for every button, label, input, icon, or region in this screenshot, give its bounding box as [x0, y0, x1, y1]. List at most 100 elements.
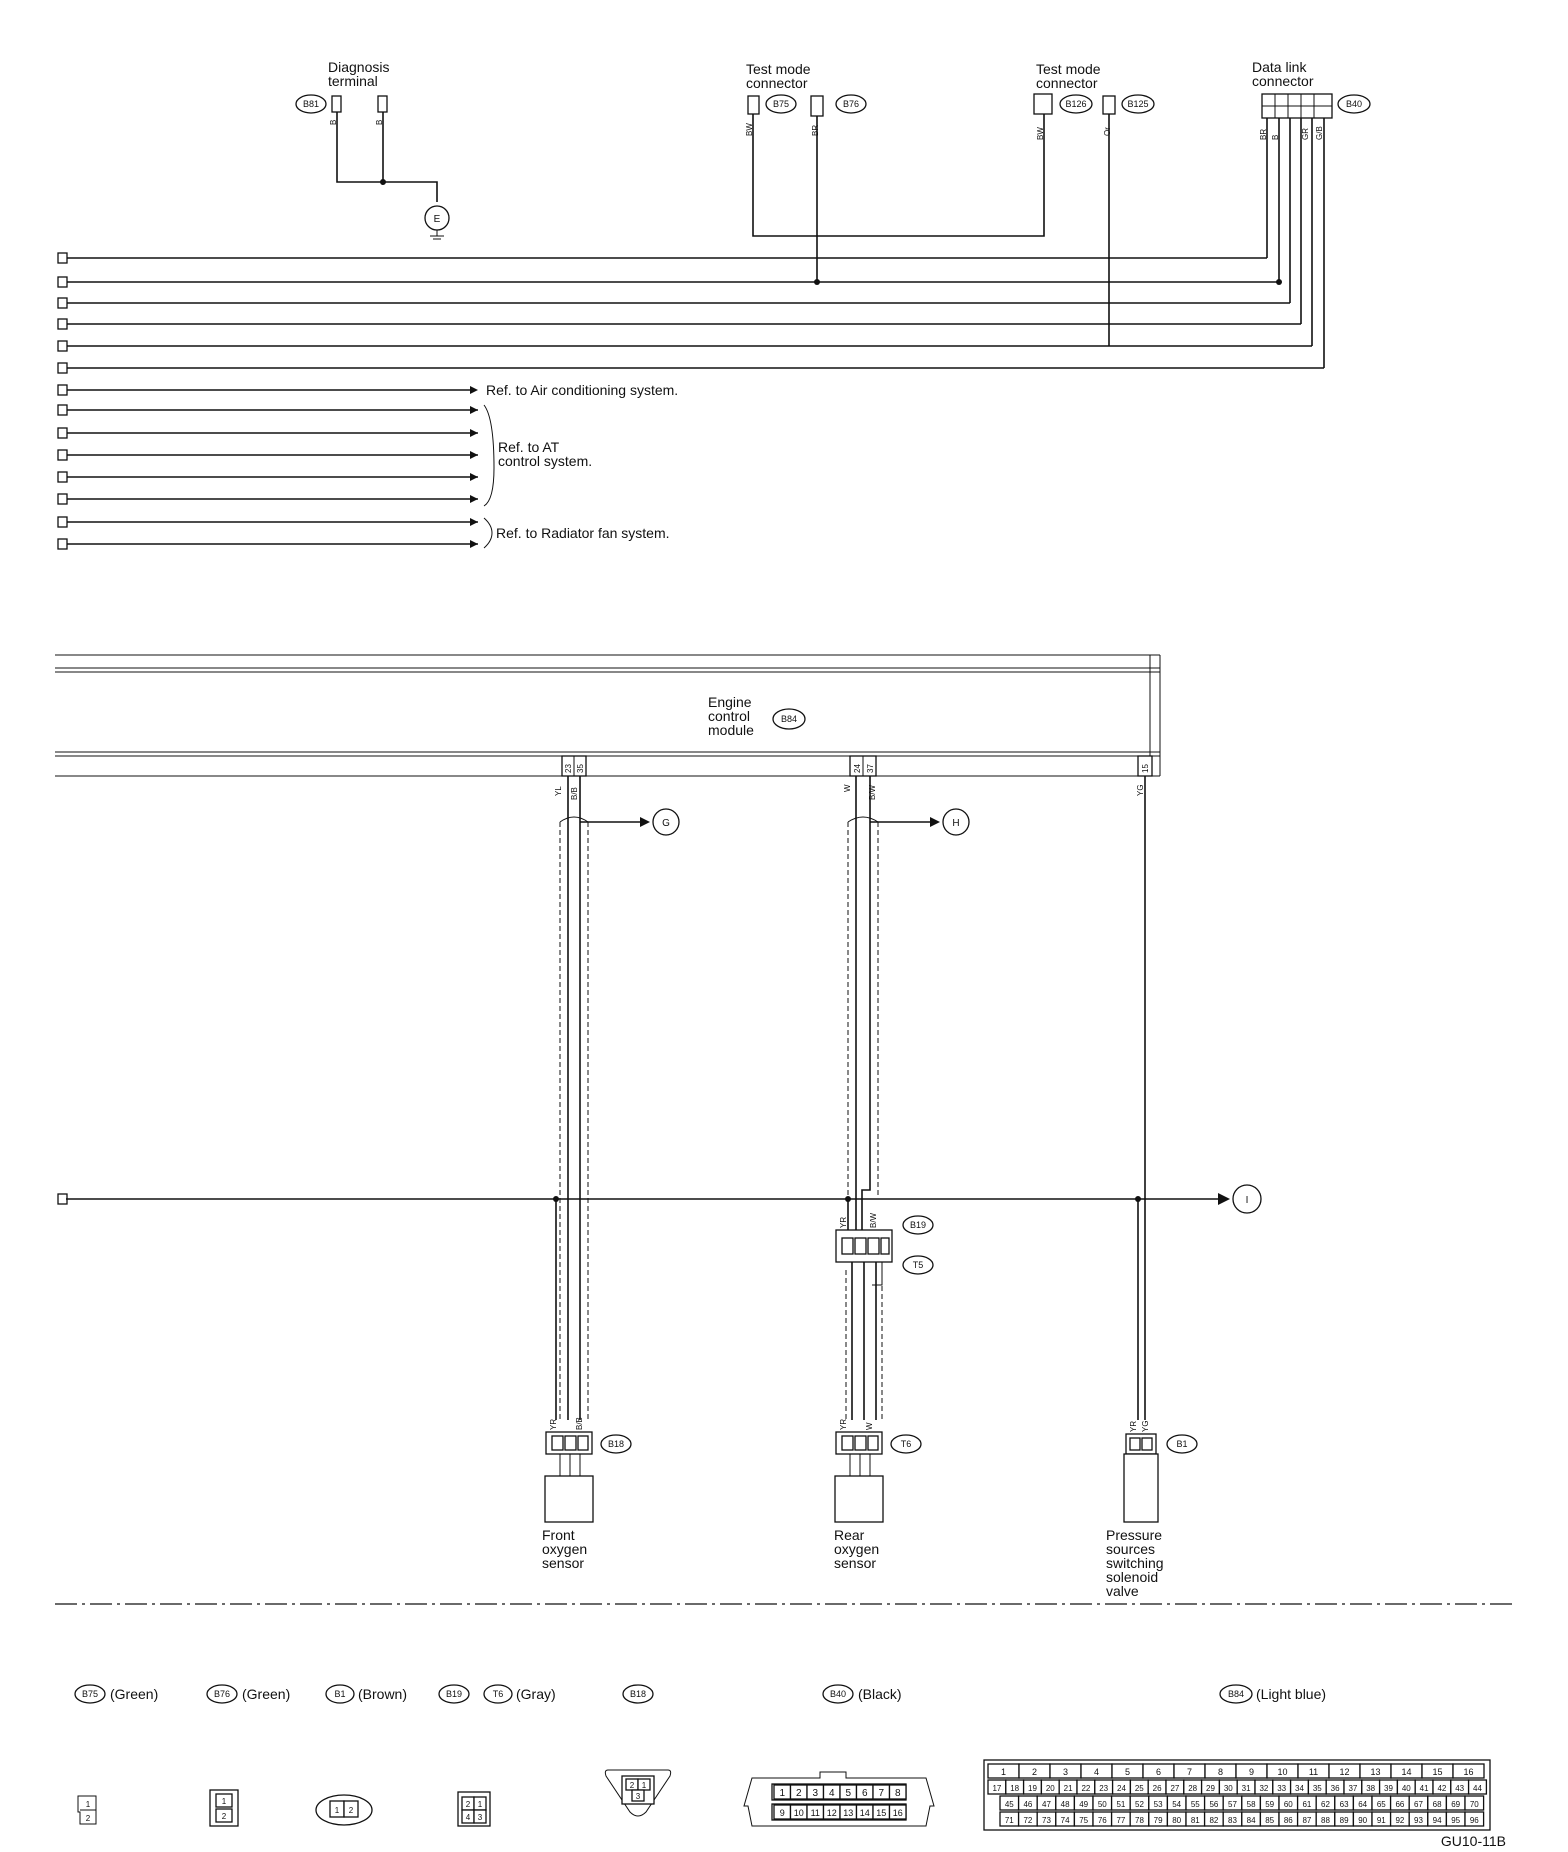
b84-r1-pin: 14	[1401, 1767, 1411, 1777]
b84-r3-pin: 53	[1154, 1800, 1163, 1809]
b84-r3-pin: 66	[1395, 1800, 1404, 1809]
b84-r2-pin: 33	[1277, 1784, 1286, 1793]
data-link-label-2: connector	[1252, 73, 1314, 89]
b84-r3-pin: 46	[1023, 1800, 1032, 1809]
b84-r3-pin: 51	[1116, 1800, 1125, 1809]
b84-r3-pin: 50	[1098, 1800, 1107, 1809]
connector-tag-t5: T5	[902, 1255, 934, 1275]
b84-r4-pin: 90	[1358, 1816, 1367, 1825]
svg-text:B19: B19	[446, 1689, 462, 1699]
b84-r3-pin: 70	[1470, 1800, 1479, 1809]
b84-r3-pin: 60	[1284, 1800, 1293, 1809]
b84-r4-pin: 82	[1209, 1816, 1218, 1825]
dlc-wire-gr: GR	[1301, 128, 1310, 140]
valve-label-3: switching	[1106, 1555, 1164, 1571]
b19-wire-bw: B/W	[869, 1212, 878, 1228]
b84-r2-pin: 20	[1046, 1784, 1055, 1793]
connector-tag-b76: B76	[835, 94, 867, 114]
b84-r3-pin: 61	[1302, 1800, 1311, 1809]
pressure-valve-body	[1123, 1453, 1159, 1523]
pinout-b75: 1 2	[77, 1795, 97, 1825]
wire-label-b-1: B	[329, 120, 338, 125]
svg-text:G: G	[662, 818, 670, 829]
wire-label-bb: B/B	[570, 787, 579, 800]
b84-r2-pin: 22	[1081, 1784, 1090, 1793]
b84-r4-pin: 76	[1098, 1816, 1107, 1825]
b84-r4-pin: 87	[1302, 1816, 1311, 1825]
b84-r1-pin: 3	[1063, 1767, 1068, 1777]
pinout-b19: 2 1 4 3	[457, 1791, 491, 1827]
connector-tag-b40: B40	[1337, 94, 1371, 114]
valve-wire-yg: YG	[1141, 1420, 1150, 1432]
svg-text:B1: B1	[1176, 1439, 1187, 1449]
offpage-h: H	[942, 808, 970, 836]
b40-bot-pin: 14	[860, 1808, 870, 1818]
svg-text:B76: B76	[214, 1689, 230, 1699]
svg-text:1: 1	[642, 1781, 647, 1790]
dlc-wire-br: BR	[1259, 129, 1268, 140]
b84-r1-pin: 5	[1125, 1767, 1130, 1777]
connector-tag-b125: B125	[1121, 94, 1155, 114]
ecm-label-3: module	[708, 722, 754, 738]
connector-t6	[835, 1431, 883, 1455]
connector-b1	[1125, 1433, 1157, 1455]
svg-text:1: 1	[478, 1800, 483, 1809]
b84-r2-pin: 27	[1170, 1784, 1179, 1793]
svg-text:B84: B84	[1228, 1689, 1244, 1699]
b84-r3-pin: 69	[1451, 1800, 1460, 1809]
front-wire-bb: B/B	[575, 1417, 584, 1430]
bus-arrows	[470, 386, 478, 548]
legend-b40: B40 (Black)	[822, 1684, 902, 1704]
svg-text:3: 3	[478, 1813, 483, 1822]
b84-r1-pin: 2	[1032, 1767, 1037, 1777]
b84-r3-pin: 47	[1042, 1800, 1051, 1809]
diagnosis-terminal-1	[331, 95, 342, 113]
svg-text:B75: B75	[773, 99, 789, 109]
legend-b18: B18	[622, 1684, 654, 1704]
b84-r4-pin: 96	[1470, 1816, 1479, 1825]
b84-r4-pin: 95	[1451, 1816, 1460, 1825]
b84-r4-pin: 93	[1414, 1816, 1423, 1825]
connector-tag-b75: B75	[765, 94, 797, 114]
b84-r3-pin: 52	[1135, 1800, 1144, 1809]
svg-text:B18: B18	[630, 1689, 646, 1699]
bus-lines	[66, 257, 1324, 545]
dlc-wire-b: B	[1271, 135, 1280, 140]
b84-r3-pin: 45	[1005, 1800, 1014, 1809]
b84-r3-pin: 56	[1209, 1800, 1218, 1809]
svg-text:B126: B126	[1065, 99, 1086, 109]
b84-r2-pin: 42	[1437, 1784, 1446, 1793]
b40-bot-cell	[888, 1804, 907, 1820]
valve-label-2: sources	[1106, 1541, 1155, 1557]
dlc-wire-gb: G/B	[1315, 126, 1324, 140]
legend-b76: B76 (Green)	[206, 1684, 290, 1704]
svg-text:H: H	[952, 818, 959, 829]
b84-r3-pin: 59	[1265, 1800, 1274, 1809]
front-wire-yr: YR	[549, 1419, 558, 1430]
b84-r4-cell	[1464, 1811, 1485, 1827]
b84-r4-pin: 89	[1340, 1816, 1349, 1825]
bus-terminals	[57, 252, 68, 550]
pinout-b1: 1 2	[315, 1794, 373, 1826]
b84-r2-pin: 28	[1188, 1784, 1197, 1793]
b84-r3-cell	[1464, 1795, 1485, 1811]
diagnosis-terminal-label-2: terminal	[328, 73, 378, 89]
test-mode-connector-b126	[1033, 93, 1053, 115]
svg-text:(Gray): (Gray)	[516, 1686, 556, 1702]
front-o2-label-3: sensor	[542, 1555, 584, 1571]
b40-bot-pin: 13	[843, 1808, 853, 1818]
wire-label-br: BR	[811, 125, 820, 136]
b84-r4-pin: 88	[1321, 1816, 1330, 1825]
connector-tag-b126: B126	[1059, 94, 1093, 114]
b19-wire-yr: YR	[839, 1217, 848, 1228]
svg-text:2: 2	[466, 1800, 471, 1809]
b84-r2-pin: 37	[1348, 1784, 1357, 1793]
svg-text:(Light blue): (Light blue)	[1256, 1686, 1326, 1702]
b84-r4-pin: 92	[1395, 1816, 1404, 1825]
offpage-i: I	[1232, 1184, 1262, 1214]
svg-text:T6: T6	[493, 1689, 504, 1699]
svg-text:B84: B84	[781, 714, 797, 724]
b84-r3-pin: 65	[1377, 1800, 1386, 1809]
